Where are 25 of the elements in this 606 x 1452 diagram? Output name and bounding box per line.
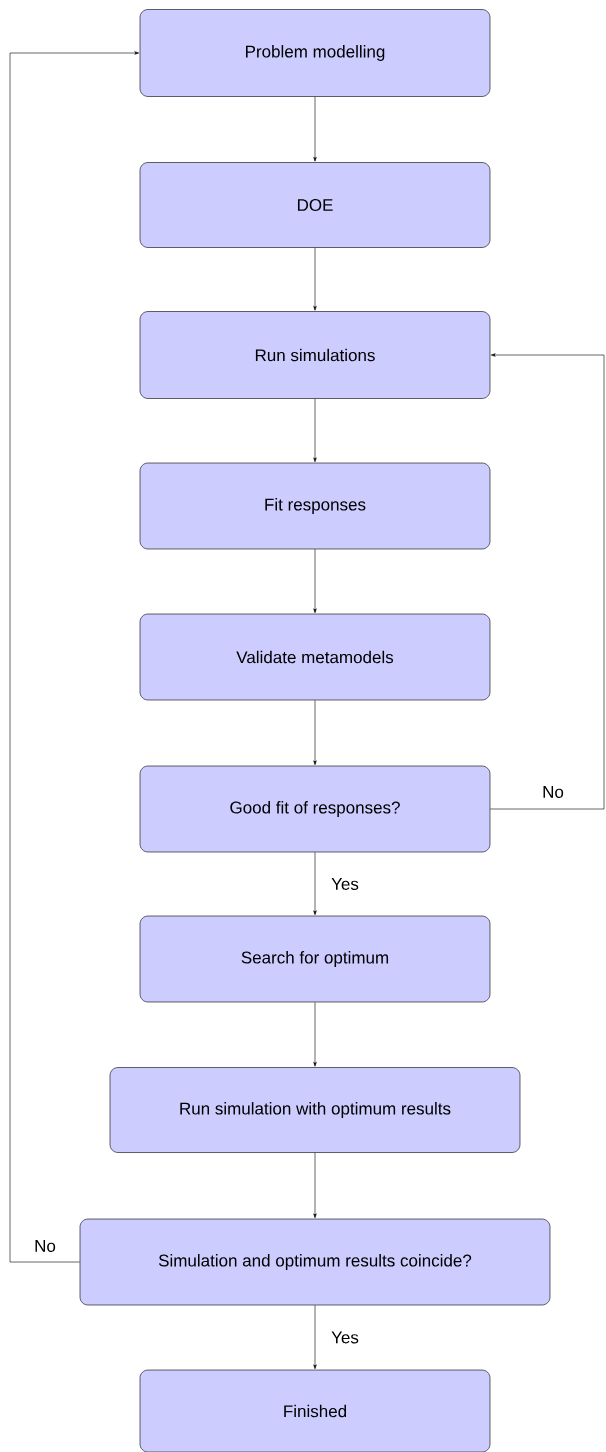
arrow — [313, 700, 317, 766]
arrow — [313, 1002, 317, 1067]
process-box: Good fit of responses? — [139, 765, 491, 853]
arrow — [313, 398, 317, 463]
process-box: Finished — [139, 1369, 491, 1452]
arrow — [313, 1305, 317, 1370]
arrow — [490, 353, 605, 810]
process-box: Fit responses — [139, 462, 491, 550]
process-box: Validate metamodels — [139, 613, 491, 701]
arrow — [9, 51, 140, 1263]
arrow — [313, 96, 317, 162]
arrow — [313, 247, 317, 311]
edge-label: Yes — [330, 877, 360, 891]
process-box: Run simulations — [139, 311, 491, 399]
edge-label: No — [33, 1239, 57, 1253]
process-box: Simulation and optimum results coincide? — [79, 1218, 551, 1306]
arrow — [313, 1152, 317, 1219]
process-box: Search for optimum — [139, 915, 491, 1003]
process-box: Problem modelling — [139, 9, 491, 97]
process-box: Run simulation with optimum results — [109, 1067, 521, 1153]
edge-label: Yes — [330, 1330, 360, 1345]
arrow — [313, 852, 317, 916]
arrow — [313, 549, 317, 614]
process-box: DOE — [139, 162, 491, 248]
edge-label: No — [541, 785, 565, 799]
